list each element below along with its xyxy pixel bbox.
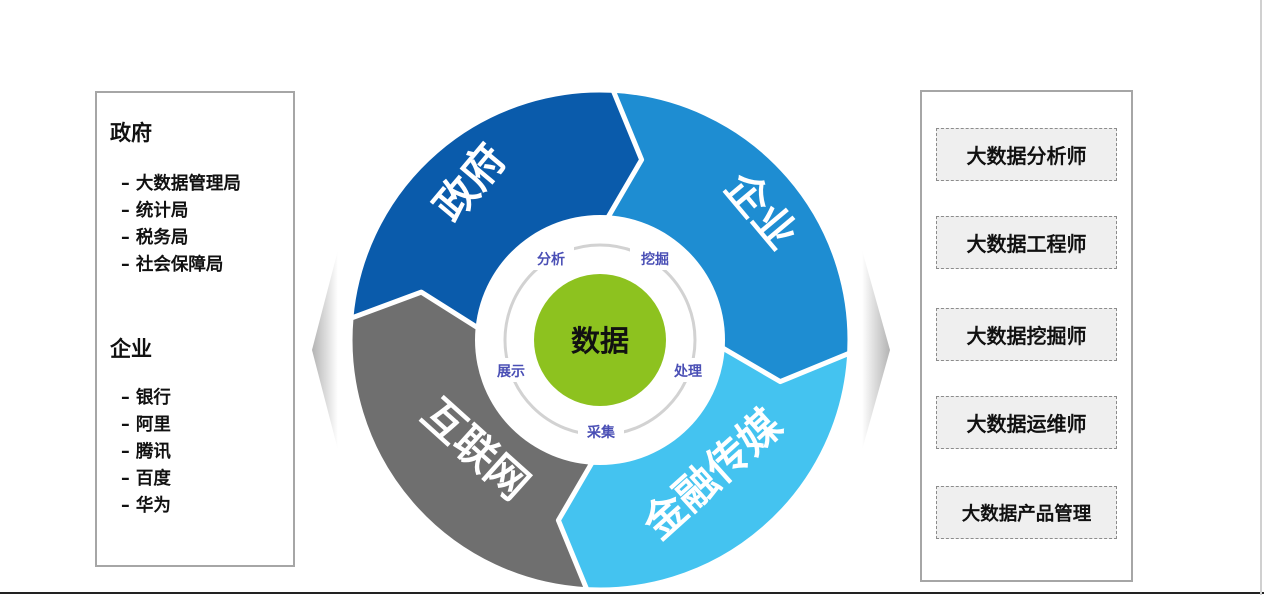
ring-label-collection: 采集 — [586, 424, 616, 441]
center-label: 数据 — [571, 324, 629, 358]
right-edge-line — [1260, 0, 1262, 595]
list-item: 大数据管理局 — [121, 171, 241, 198]
enterprise-list: 银行 阿里 腾讯 百度 华为 — [121, 385, 171, 520]
ring-label-mining: 挖掘 — [641, 251, 669, 268]
list-item: 阿里 — [121, 412, 171, 439]
ring-label-analysis: 分析 — [537, 251, 565, 268]
role-data-analyst: 大数据分析师 — [936, 128, 1117, 181]
center-circle — [534, 274, 666, 406]
left-arrow-icon — [312, 250, 338, 450]
list-item: 华为 — [121, 493, 171, 520]
role-data-product-manager: 大数据产品管理 — [936, 486, 1117, 539]
list-item: 百度 — [121, 466, 171, 493]
left-panel: 政府 大数据管理局 统计局 税务局 社会保障局 企业 银行 阿里 腾讯 百度 华… — [95, 91, 295, 567]
role-data-engineer: 大数据工程师 — [936, 216, 1117, 269]
enterprise-title: 企业 — [110, 337, 152, 361]
right-panel: 大数据分析师 大数据工程师 大数据挖掘师 大数据运维师 大数据产品管理 — [920, 90, 1133, 582]
ring-label-processing: 处理 — [673, 363, 702, 380]
ring-label-display: 展示 — [497, 364, 525, 380]
list-item: 银行 — [121, 385, 171, 412]
list-item: 腾讯 — [121, 439, 171, 466]
government-title: 政府 — [110, 121, 152, 145]
list-item: 社会保障局 — [121, 252, 241, 279]
role-data-ops: 大数据运维师 — [936, 396, 1117, 449]
right-arrow-icon — [862, 250, 890, 450]
list-item: 统计局 — [121, 198, 241, 225]
list-item: 税务局 — [121, 225, 241, 252]
bottom-rule — [0, 592, 1264, 594]
government-list: 大数据管理局 统计局 税务局 社会保障局 — [121, 171, 241, 279]
role-data-miner: 大数据挖掘师 — [936, 308, 1117, 361]
